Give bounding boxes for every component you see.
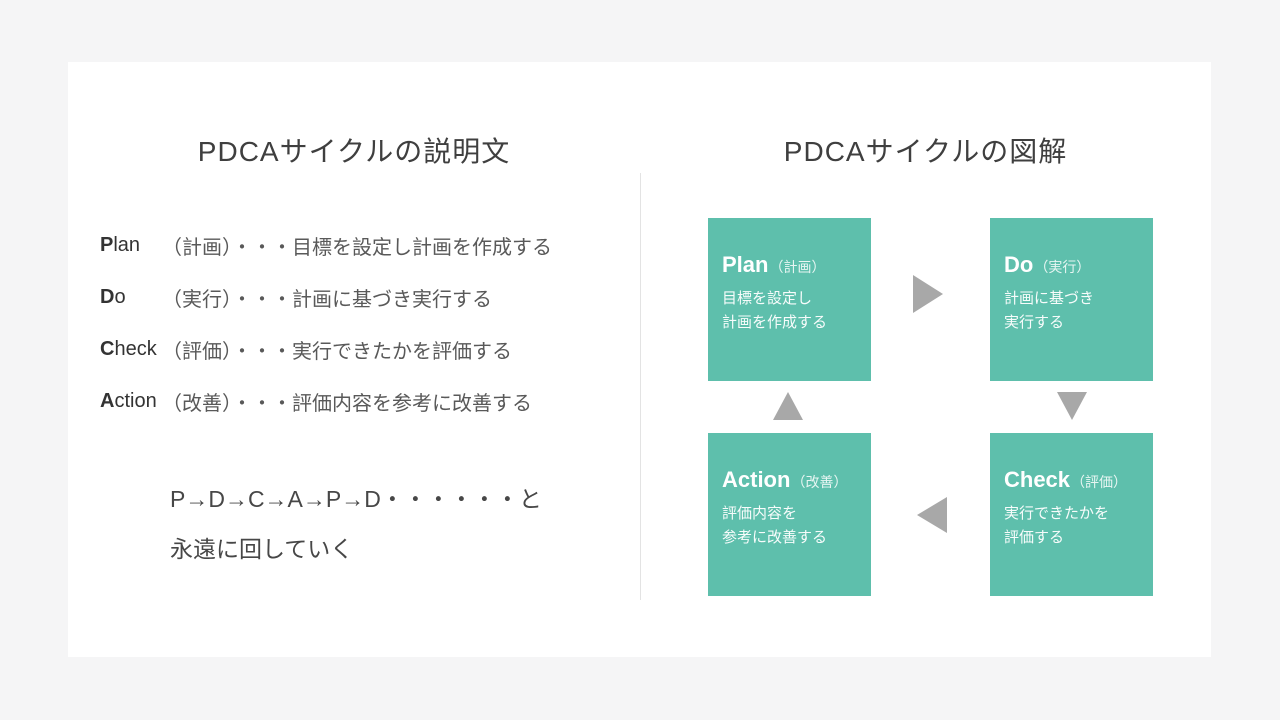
diagram-box-action: Action（改善） 評価内容を 参考に改善する xyxy=(708,433,871,596)
box-check-heading: Check（評価） xyxy=(1004,467,1143,493)
left-section-title: PDCAサイクルの説明文 xyxy=(197,136,511,167)
desc-do: （実行）・・・計画に基づき実行する xyxy=(162,288,492,311)
term-lead: A xyxy=(100,389,115,412)
term-lead: P xyxy=(100,233,114,256)
vertical-divider xyxy=(640,173,641,600)
diagram-box-plan: Plan（計画） 目標を設定し 計画を作成する xyxy=(708,218,871,381)
box-action-body-line2: 参考に改善する xyxy=(722,529,828,546)
term-rest: heck xyxy=(114,337,157,360)
list-item-plan: Plan （計画）・・・目標を設定し計画を作成する xyxy=(100,219,630,271)
box-plan-body-line2: 計画を作成する xyxy=(722,314,828,331)
term-action: Action xyxy=(100,390,162,413)
arrow-right-icon xyxy=(913,275,943,313)
term-do: Do xyxy=(100,286,162,309)
desc-action: （改善）・・・評価内容を参考に改善する xyxy=(162,392,532,415)
diagram-box-check: Check（評価） 実行できたかを 評価する xyxy=(990,433,1153,596)
list-item-do: Do （実行）・・・計画に基づき実行する xyxy=(100,271,630,323)
cycle-summary: P→D→C→A→P→D・・・・・・と 永遠に回していく xyxy=(170,474,542,574)
box-plan-suffix: （計画） xyxy=(769,259,826,275)
list-item-check: Check （評価）・・・実行できたかを評価する xyxy=(100,323,630,375)
desc-plan: （計画）・・・目標を設定し計画を作成する xyxy=(162,236,552,259)
term-plan: Plan xyxy=(100,234,162,257)
box-plan-name: Plan xyxy=(722,252,769,277)
right-section-title: PDCAサイクルの図解 xyxy=(783,136,1068,167)
box-plan-heading: Plan（計画） xyxy=(722,252,861,278)
box-check-body-line2: 評価する xyxy=(1004,529,1065,546)
term-rest: ction xyxy=(114,389,157,412)
term-rest: o xyxy=(114,285,126,308)
box-check-body-line1: 実行できたかを xyxy=(1004,505,1110,522)
box-check-name: Check xyxy=(1004,467,1071,492)
box-plan-body-line1: 目標を設定し xyxy=(722,290,813,307)
list-item-action: Action （改善）・・・評価内容を参考に改善する xyxy=(100,375,630,427)
cycle-summary-line2: 永遠に回していく xyxy=(170,536,354,562)
term-lead: D xyxy=(100,285,115,308)
box-action-heading: Action（改善） xyxy=(722,467,861,493)
arrow-left-icon xyxy=(917,497,947,533)
box-check-body: 実行できたかを 評価する xyxy=(1004,502,1143,550)
box-plan-body: 目標を設定し 計画を作成する xyxy=(722,287,861,335)
term-rest: lan xyxy=(113,233,141,256)
box-do-suffix: （実行） xyxy=(1034,259,1091,275)
cycle-summary-line1: P→D→C→A→P→D・・・・・・と xyxy=(170,486,542,512)
slide: PDCAサイクルの説明文 Plan （計画）・・・目標を設定し計画を作成する D… xyxy=(68,62,1211,657)
box-do-name: Do xyxy=(1004,252,1034,277)
pdca-definition-list: Plan （計画）・・・目標を設定し計画を作成する Do （実行）・・・計画に基… xyxy=(100,219,630,427)
box-do-heading: Do（実行） xyxy=(1004,252,1143,278)
arrow-up-icon xyxy=(773,392,803,420)
box-do-body-line2: 実行する xyxy=(1004,314,1065,331)
diagram-box-do: Do（実行） 計画に基づき 実行する xyxy=(990,218,1153,381)
box-do-body: 計画に基づき 実行する xyxy=(1004,287,1143,335)
term-check: Check xyxy=(100,338,162,361)
box-action-name: Action xyxy=(722,467,791,492)
box-do-body-line1: 計画に基づき xyxy=(1004,290,1095,307)
box-check-suffix: （評価） xyxy=(1071,474,1128,490)
desc-check: （評価）・・・実行できたかを評価する xyxy=(162,340,512,363)
term-lead: C xyxy=(100,337,115,360)
box-action-body-line1: 評価内容を xyxy=(722,505,798,522)
arrow-down-icon xyxy=(1057,392,1087,420)
box-action-body: 評価内容を 参考に改善する xyxy=(722,502,861,550)
box-action-suffix: （改善） xyxy=(791,474,848,490)
